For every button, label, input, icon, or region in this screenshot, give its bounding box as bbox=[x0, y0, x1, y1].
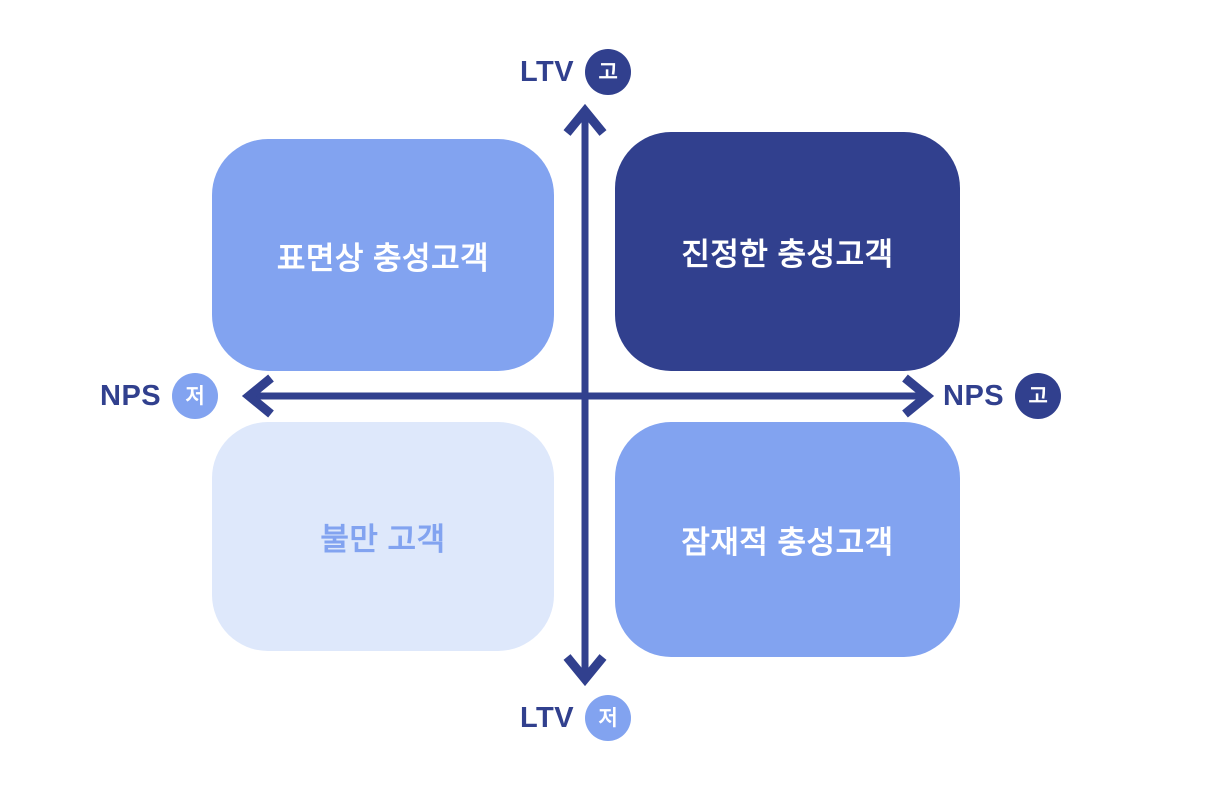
ltv-axis-text-bottom: LTV bbox=[520, 701, 575, 734]
ltv-high-badge: 고 bbox=[585, 49, 632, 95]
nps-axis-text-left: NPS bbox=[100, 379, 162, 412]
nps-axis-text-right: NPS bbox=[943, 379, 1005, 412]
quadrant-bottom-right-label: 잠재적 충성고객 bbox=[681, 525, 894, 560]
quadrant-bottom-right: 잠재적 충성고객 bbox=[615, 422, 960, 657]
ltv-high-axis-label: LTV 고 bbox=[520, 49, 632, 95]
quadrant-bottom-left-label: 불만 고객 bbox=[320, 522, 446, 557]
arrow-right-icon bbox=[902, 374, 935, 418]
quadrant-top-right-label: 진정한 충성고객 bbox=[681, 237, 894, 272]
quadrant-top-left: 표면상 충성고객 bbox=[212, 139, 554, 371]
quadrant-top-left-label: 표면상 충성고객 bbox=[276, 240, 490, 276]
nps-high-badge: 고 bbox=[1015, 373, 1062, 419]
ltv-low-badge: 저 bbox=[585, 695, 632, 741]
nps-low-badge: 저 bbox=[172, 373, 219, 419]
arrow-up-icon bbox=[563, 103, 607, 136]
ltv-axis-text-top: LTV bbox=[520, 55, 575, 88]
quadrant-bottom-left: 불만 고객 bbox=[212, 422, 554, 651]
ltv-low-axis-label: LTV 저 bbox=[520, 695, 632, 741]
quadrant-top-right: 진정한 충성고객 bbox=[615, 132, 960, 371]
arrow-left-icon bbox=[241, 374, 274, 418]
arrow-down-icon bbox=[563, 654, 607, 687]
nps-high-axis-label: NPS 고 bbox=[943, 373, 1062, 419]
nps-low-axis-label: NPS 저 bbox=[100, 373, 219, 419]
